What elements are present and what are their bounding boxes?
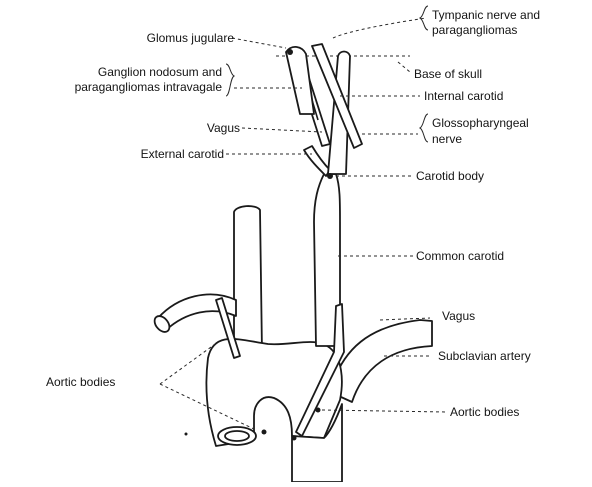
ganglion-nodosum xyxy=(286,47,314,114)
subclavian-vessel xyxy=(330,320,432,402)
label-tympanic-nerve-line2: paragangliomas xyxy=(432,23,517,37)
label-vagus-lower: Vagus xyxy=(442,309,475,323)
brachiocephalic-vessel xyxy=(234,206,262,354)
label-carotid-body: Carotid body xyxy=(416,169,484,183)
label-glossopharyngeal-line2: nerve xyxy=(432,132,462,146)
label-internal-carotid: Internal carotid xyxy=(424,89,503,103)
label-common-carotid: Common carotid xyxy=(416,249,504,263)
label-ganglion-nodosum-line2: paragangliomas intravagale xyxy=(75,80,222,94)
label-base-of-skull: Base of skull xyxy=(414,67,482,81)
label-aortic-bodies-right: Aortic bodies xyxy=(450,405,519,419)
label-aortic-bodies-left: Aortic bodies xyxy=(46,375,115,389)
label-subclavian-artery: Subclavian artery xyxy=(438,349,531,363)
label-vagus-upper: Vagus xyxy=(207,121,240,135)
label-ganglion-nodosum-line1: Ganglion nodosum and xyxy=(98,65,222,79)
label-tympanic-nerve-line1: Tympanic nerve and xyxy=(432,8,540,22)
external-carotid-vessel xyxy=(304,146,330,176)
label-glossopharyngeal-line1: Glossopharyngeal xyxy=(432,116,529,130)
label-glomus-jugulare: Glomus jugulare xyxy=(147,31,234,45)
label-external-carotid: External carotid xyxy=(141,147,224,161)
